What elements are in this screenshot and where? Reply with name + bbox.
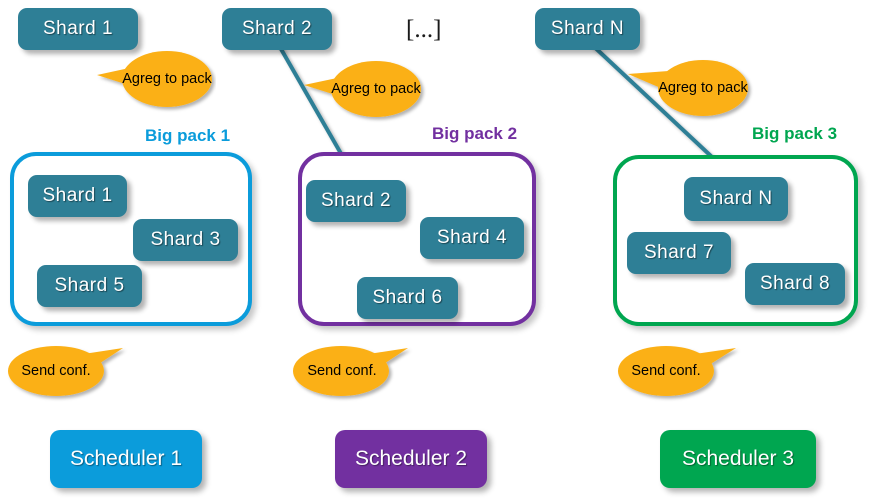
pack2-shard-6[interactable]: Shard 6 [357,277,458,319]
scheduler-1[interactable]: Scheduler 1 [50,430,202,488]
callout-bubble-shape [628,60,748,116]
agreg-callout-1: Agreg to pack [88,46,216,114]
big-pack-3-title: Big pack 3 [752,124,838,143]
pack3-shard-N[interactable]: Shard N [684,177,788,221]
callout-bubble-shape [293,346,408,396]
top-shard-2[interactable]: Shard 2 [222,8,332,50]
agreg-callout-2: Agreg to pack [300,58,428,126]
callout-bubble-shape [304,61,421,117]
callout-bubble-shape [8,346,123,396]
pack1-shard-5[interactable]: Shard 5 [37,265,142,307]
ellipsis-label: [...] [406,16,442,43]
top-shard-N[interactable]: Shard N [535,8,640,50]
callout-bubble-shape [618,346,736,396]
agreg-callout-3: Agreg to pack [620,56,756,126]
send-callout-3: Send conf. [608,345,744,403]
send-callout-2: Send conf. [290,345,418,403]
pack1-shard-3[interactable]: Shard 3 [133,219,238,261]
big-pack-2-title: Big pack 2 [432,124,518,143]
send-callout-1: Send conf. [5,345,133,403]
callout-bubble-shape [97,51,212,107]
pack2-shard-2[interactable]: Shard 2 [306,180,406,222]
pack3-shard-7[interactable]: Shard 7 [627,232,731,274]
scheduler-2[interactable]: Scheduler 2 [335,430,487,488]
pack1-shard-1[interactable]: Shard 1 [28,175,127,217]
scheduler-3[interactable]: Scheduler 3 [660,430,816,488]
pack3-shard-8[interactable]: Shard 8 [745,263,845,305]
big-pack-1-title: Big pack 1 [145,126,231,145]
top-shard-1[interactable]: Shard 1 [18,8,138,50]
pack2-shard-4[interactable]: Shard 4 [420,217,524,259]
